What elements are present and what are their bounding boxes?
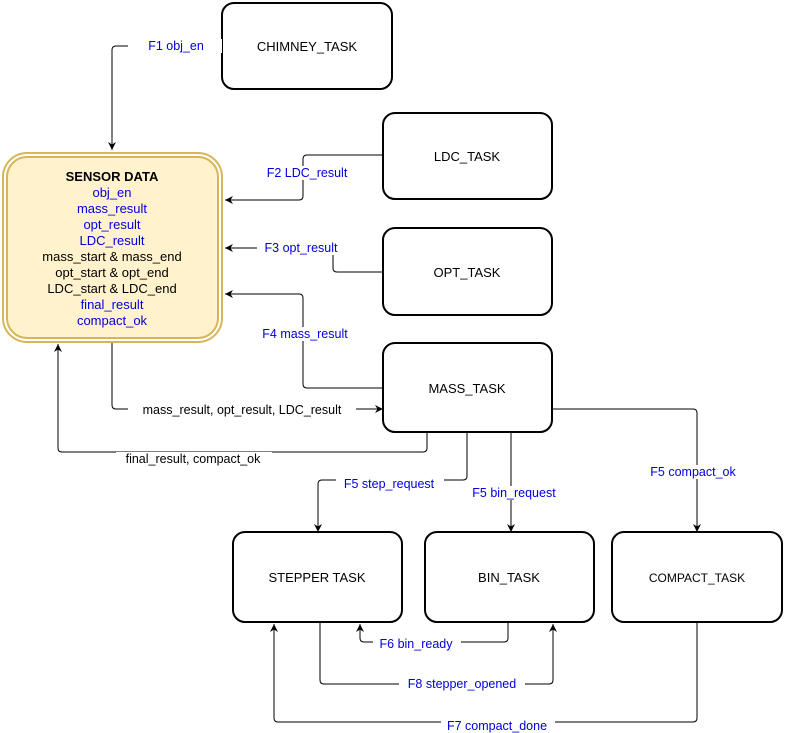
sensor-data-items: obj_enmass_resultopt_resultLDC_resultmas… (42, 185, 181, 328)
sensor-data-item: final_result (81, 297, 144, 312)
sensor-data-item: mass_result (77, 201, 147, 216)
bin-task-node[interactable]: BIN_TASK (424, 531, 595, 623)
final-result-label: final_result, compact_ok (126, 452, 262, 466)
chimney-task-label: CHIMNEY_TASK (257, 39, 357, 54)
edge-labels: F1 obj_en F2 LDC_result F3 opt_result F4… (116, 39, 744, 733)
sensor-data-item: LDC_result (79, 233, 144, 248)
compact-task-label: COMPACT_TASK (649, 571, 745, 585)
opt-task-label: OPT_TASK (434, 265, 501, 280)
edge-sensor-to-mass (111, 342, 383, 413)
f1-label: F1 obj_en (148, 39, 204, 53)
f2-label: F2 LDC_result (267, 166, 348, 180)
opt-task-node[interactable]: OPT_TASK (382, 227, 553, 316)
stepper-task-node[interactable]: STEPPER TASK (232, 531, 403, 623)
f5-step-label: F5 step_request (344, 477, 435, 491)
f6-label: F6 bin_ready (380, 637, 454, 651)
chimney-task-node[interactable]: CHIMNEY_TASK (221, 2, 393, 90)
edge-compact-to-stepper (270, 622, 698, 723)
sensor-data-item: LDC_start & LDC_end (47, 281, 176, 296)
f5-bin-label: F5 bin_request (472, 486, 556, 500)
bin-task-label: BIN_TASK (478, 570, 540, 585)
sensor-data-item: mass_start & mass_end (42, 249, 181, 264)
f3-label: F3 opt_result (265, 241, 338, 255)
mass-inputs-label: mass_result, opt_result, LDC_result (143, 403, 342, 417)
ldc-task-label: LDC_TASK (434, 149, 501, 164)
edge-stepper-to-bin (319, 622, 557, 685)
edge-chimney-to-sensor (108, 45, 222, 150)
mass-task-label: MASS_TASK (428, 381, 505, 396)
sensor-data-item: compact_ok (77, 313, 148, 328)
sensor-data-title: SENSOR DATA (66, 169, 159, 184)
sensor-data-item: opt_start & opt_end (55, 265, 168, 280)
f7-label: F7 compact_done (447, 719, 547, 733)
edge-mass-to-sensor-final (54, 344, 428, 453)
f4-label: F4 mass_result (262, 327, 348, 341)
f8-label: F8 stepper_opened (408, 677, 516, 691)
ldc-task-node[interactable]: LDC_TASK (382, 112, 553, 200)
sensor-data-item: opt_result (83, 217, 140, 232)
compact-task-node[interactable]: COMPACT_TASK (611, 531, 783, 623)
mass-task-node[interactable]: MASS_TASK (382, 342, 553, 433)
f5-compact-label: F5 compact_ok (650, 465, 736, 479)
edge-mass-to-compact (552, 408, 701, 532)
stepper-task-label: STEPPER TASK (268, 570, 365, 585)
sensor-data-item: obj_en (92, 185, 131, 200)
sensor-data-node[interactable]: SENSOR DATA obj_enmass_resultopt_resultL… (2, 152, 223, 343)
